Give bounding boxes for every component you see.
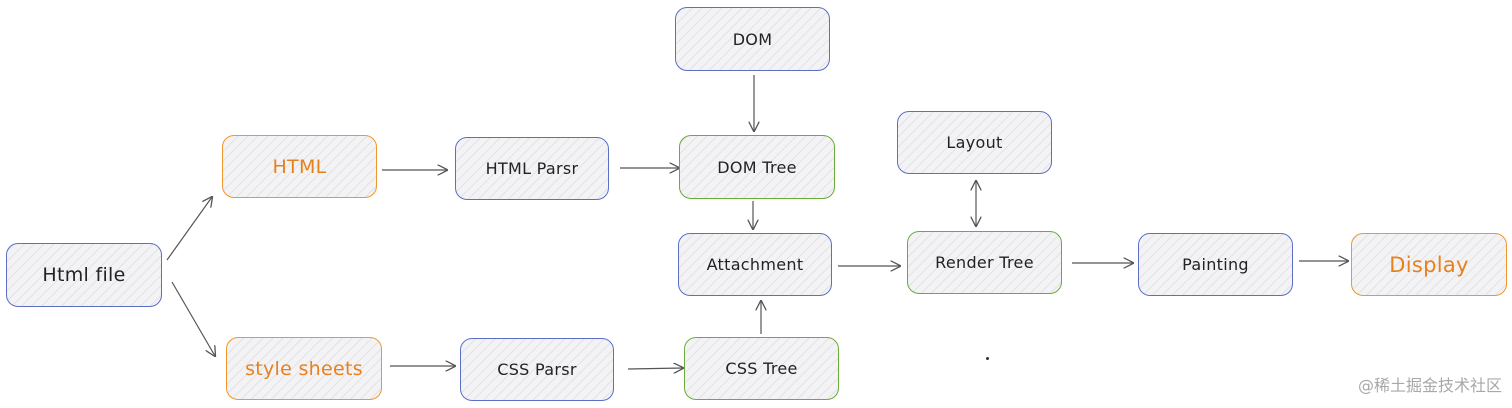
- arrow-cssparser-to-csstree: [627, 368, 683, 369]
- node-render-tree: Render Tree: [907, 231, 1062, 294]
- node-render-tree-label: Render Tree: [935, 253, 1034, 272]
- watermark: @稀土掘金技术社区: [1357, 376, 1502, 395]
- node-html: HTML: [222, 135, 377, 198]
- node-css-tree: CSS Tree: [684, 337, 839, 400]
- node-dom: DOM: [675, 7, 830, 71]
- node-html-parser: HTML Parsr: [455, 137, 609, 200]
- node-html-parser-label: HTML Parsr: [485, 159, 579, 178]
- node-html-file: Html file: [6, 243, 162, 307]
- node-css-parser-label: CSS Parsr: [497, 360, 577, 379]
- node-display: Display: [1351, 233, 1507, 296]
- stray-dot: [986, 357, 989, 360]
- node-attachment-label: Attachment: [706, 255, 804, 274]
- node-dom-label: DOM: [732, 29, 773, 49]
- node-display-label: Display: [1389, 252, 1469, 277]
- node-css-parser: CSS Parsr: [460, 338, 614, 401]
- node-html-label: HTML: [272, 155, 327, 178]
- node-attachment: Attachment: [678, 233, 832, 296]
- node-style-sheets: style sheets: [226, 337, 382, 400]
- node-layout: Layout: [897, 111, 1052, 174]
- arrow-htmlfile-to-stylesheets: [171, 281, 215, 356]
- node-style-sheets-label: style sheets: [245, 357, 363, 380]
- node-html-file-label: Html file: [42, 264, 126, 286]
- node-layout-label: Layout: [946, 133, 1003, 152]
- arrow-htmlfile-to-html: [166, 197, 212, 261]
- node-css-tree-label: CSS Tree: [725, 359, 798, 378]
- node-dom-tree-label: DOM Tree: [717, 157, 797, 177]
- node-painting-label: Painting: [1182, 255, 1249, 274]
- node-dom-tree: DOM Tree: [679, 135, 835, 199]
- node-painting: Painting: [1138, 233, 1293, 296]
